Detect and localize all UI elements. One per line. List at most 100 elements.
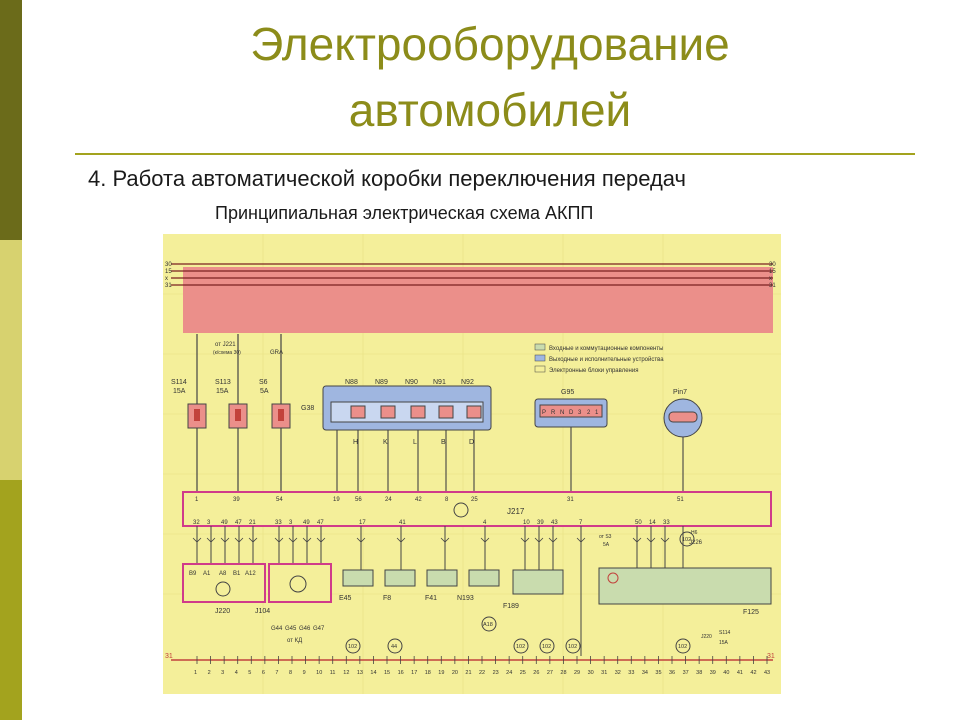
terminal-number: 41	[737, 670, 743, 676]
svg-text:102: 102	[348, 644, 357, 650]
svg-text:44: 44	[391, 644, 397, 650]
fuse-s114: S114 15A	[171, 334, 207, 492]
svg-text:39: 39	[537, 520, 544, 526]
terminal-number: 16	[398, 670, 404, 676]
terminal-number: 30	[588, 670, 594, 676]
g-sensor-note: от КД	[287, 638, 302, 644]
j226-note: Н6	[691, 530, 698, 536]
bus-labels-left: 30 15 x 31	[165, 262, 172, 289]
terminal-number: 29	[574, 670, 580, 676]
svg-text:41: 41	[399, 520, 406, 526]
svg-text:50: 50	[635, 520, 642, 526]
terminal-number: 35	[655, 670, 661, 676]
svg-text:49: 49	[303, 520, 310, 526]
svg-text:D: D	[569, 410, 574, 416]
svg-text:F8: F8	[383, 595, 391, 602]
f8-switch: F8	[383, 569, 416, 602]
terminal-number: 11	[330, 670, 336, 676]
svg-text:3: 3	[578, 410, 582, 416]
terminal-number: 7	[275, 670, 278, 676]
svg-text:56: 56	[355, 497, 362, 503]
valve-solenoids	[350, 405, 482, 419]
output-wires	[196, 526, 684, 656]
terminal-number: 15	[384, 670, 390, 676]
svg-text:24: 24	[385, 497, 392, 503]
g-sensor-labels: G44 G45 G46 G47	[271, 626, 325, 632]
terminal-number: 40	[723, 670, 729, 676]
slide-subtitle: 4. Работа автоматической коробки переклю…	[88, 166, 687, 191]
bus-label-right: 15	[769, 269, 776, 275]
svg-text:1: 1	[595, 410, 599, 416]
terminal-number: 19	[438, 670, 444, 676]
terminal-number: 39	[710, 670, 716, 676]
ground-label-right: 31	[767, 653, 775, 660]
svg-text:S114: S114	[719, 630, 731, 636]
svg-text:P: P	[542, 410, 546, 416]
j217-transistor	[453, 502, 469, 518]
terminal-number: 3	[221, 670, 224, 676]
svg-text:42: 42	[415, 497, 422, 503]
svg-text:102: 102	[516, 644, 525, 650]
svg-text:L: L	[413, 439, 417, 446]
svg-text:A1: A1	[203, 571, 211, 577]
pin7-label: Pin7	[673, 389, 687, 396]
terminal-number: 24	[506, 670, 512, 676]
fuse-s6: S6 5A	[259, 334, 291, 492]
svg-text:K: K	[383, 439, 388, 446]
terminal-number: 9	[303, 670, 306, 676]
f189-switch: F189	[503, 569, 564, 610]
svg-text:8: 8	[445, 497, 449, 503]
svg-text:A12: A12	[245, 571, 256, 577]
terminal-number: 22	[479, 670, 485, 676]
svg-text:33: 33	[275, 520, 282, 526]
svg-text:G47: G47	[313, 626, 325, 632]
svg-text:7: 7	[579, 520, 583, 526]
title-divider	[75, 153, 915, 155]
svg-text:N193: N193	[457, 595, 474, 602]
slide-title-line2: автомобилей	[348, 84, 632, 136]
akpp-wiring-diagram: 30 15 x 31 30 15 x 31 от J221 (к/схема 3…	[163, 234, 781, 694]
terminal-number: 28	[560, 670, 566, 676]
svg-text:G45: G45	[285, 626, 297, 632]
svg-text:1: 1	[195, 497, 199, 503]
svg-text:102: 102	[678, 644, 687, 650]
j217-label: J217	[507, 507, 525, 516]
power-band	[183, 267, 773, 333]
svg-text:F189: F189	[503, 603, 519, 610]
svg-text:S6: S6	[259, 379, 268, 386]
valve-pin-labels: H K L B D	[353, 439, 474, 446]
svg-text:4: 4	[483, 520, 487, 526]
bus-label-right: 30	[769, 262, 776, 268]
bus-labels-right: 30 15 x 31	[769, 262, 776, 289]
svg-text:2: 2	[587, 410, 591, 416]
terminal-number: 12	[343, 670, 349, 676]
sidebar-decoration	[0, 0, 22, 720]
terminal-number: 17	[411, 670, 417, 676]
svg-text:N89: N89	[375, 379, 388, 386]
diagram-caption: Принципиальная электрическая схема АКПП	[215, 203, 594, 223]
terminal-number: 25	[520, 670, 526, 676]
terminal-number: 32	[615, 670, 621, 676]
terminal-number: 33	[628, 670, 634, 676]
n193-valve: N193	[457, 569, 500, 602]
bottom-right-note: J220 S114 15A	[701, 630, 731, 646]
bus-label-left: 31	[165, 283, 172, 289]
j220-label: J220	[215, 608, 230, 615]
svg-text:43: 43	[551, 520, 558, 526]
s3-rating: 5A	[603, 542, 610, 548]
g95-cells: P R N D 3 2 1	[539, 404, 603, 418]
svg-text:F41: F41	[425, 595, 437, 602]
svg-text:H: H	[353, 439, 358, 446]
terminal-number: 27	[547, 670, 553, 676]
f41-switch: F41	[425, 569, 458, 602]
bus-label-left: 15	[165, 269, 172, 275]
svg-text:15A: 15A	[173, 388, 186, 395]
svg-text:10: 10	[523, 520, 530, 526]
terminal-number: 21	[465, 670, 471, 676]
bus-label-left: x	[165, 276, 168, 282]
gra-label: GRA	[270, 350, 283, 356]
terminal-number: 26	[533, 670, 539, 676]
diagram-legend: Входные и коммутационные компоненты Выхо…	[534, 343, 664, 374]
svg-text:F125: F125	[743, 609, 759, 616]
